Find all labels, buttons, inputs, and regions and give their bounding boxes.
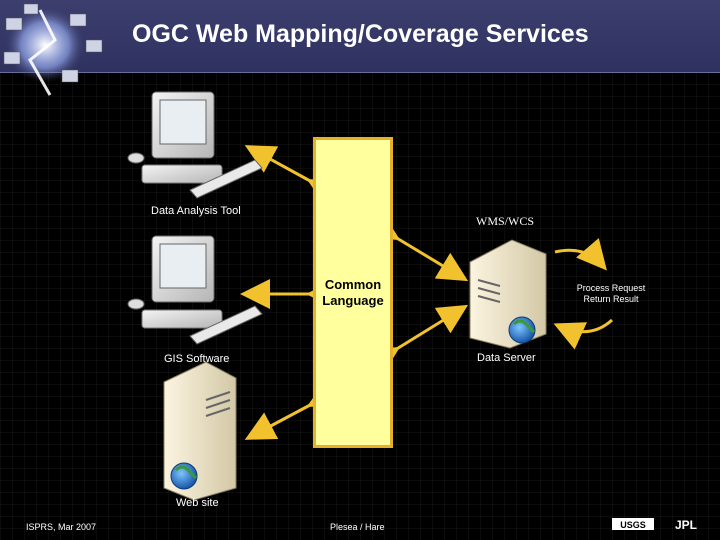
client-label-data-analysis: Data Analysis Tool [151, 205, 241, 217]
protocol-label: WMS/WCS [476, 214, 535, 228]
header-bar [0, 0, 720, 73]
box-line-1: Common [324, 277, 382, 292]
process-label: Process Request Return Result [567, 283, 655, 305]
server-label: Data Server [477, 352, 536, 364]
desktop-computer-icon [127, 235, 263, 345]
common-language-box [313, 137, 393, 448]
svg-text:JPL: JPL [675, 518, 697, 532]
svg-text:USGS: USGS [620, 520, 646, 530]
arrows [240, 145, 469, 440]
process-line-1: Process Request [576, 283, 646, 293]
client-label-gis: GIS Software [164, 353, 230, 365]
common-language-label: Common Language [313, 277, 393, 309]
footer-left: ISPRS, Mar 2007 [26, 522, 97, 532]
process-line-2: Return Result [583, 294, 639, 304]
box-line-2: Language [322, 293, 384, 308]
usgs-jpl-logos: USGS JPL [612, 518, 697, 532]
footer-center: Plesea / Hare [330, 522, 385, 532]
page-title: OGC Web Mapping/Coverage Services [132, 20, 589, 48]
client-label-web-site: Web site [176, 497, 219, 509]
server-globe-icon [469, 239, 547, 349]
server-globe-icon [163, 361, 237, 501]
desktop-computer-icon [127, 91, 263, 199]
network-art-icon [3, 3, 103, 96]
